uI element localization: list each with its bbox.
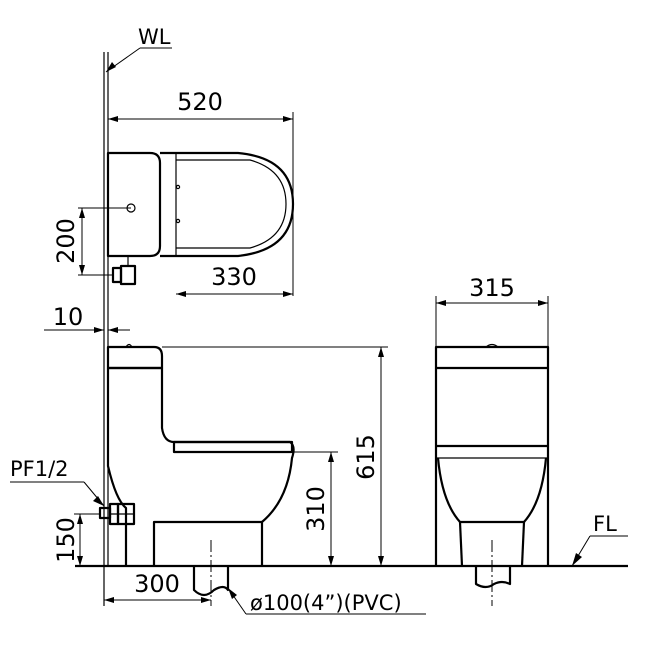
- dim-top-width: [108, 112, 294, 296]
- outlet-pipe-label: ø100(4”)(PVC): [250, 591, 402, 615]
- front-view: [434, 343, 550, 606]
- dim-seat-depth-label: 330: [211, 263, 257, 291]
- dim-total-height-label: 615: [352, 434, 380, 480]
- dim-seat-height: [292, 451, 338, 566]
- dim-rough-in-label: 300: [134, 570, 180, 598]
- inlet-leader: [10, 481, 105, 507]
- dim-wall-gap: [44, 327, 130, 333]
- dim-seat-height-label: 310: [302, 486, 330, 532]
- dim-front-width-label: 315: [469, 274, 515, 302]
- dim-seat-depth: [176, 291, 293, 297]
- dim-top-inlet: [78, 207, 131, 276]
- wall-line: [103, 47, 172, 606]
- dim-rough-in: [104, 540, 212, 606]
- wall-line-label: WL: [138, 25, 171, 49]
- floor-line: [75, 535, 628, 568]
- dim-top-width-label: 520: [177, 88, 223, 116]
- dim-wall-gap-label: 10: [53, 303, 84, 331]
- floor-line-label: FL: [593, 512, 617, 536]
- dim-front-width: [435, 296, 549, 347]
- outlet-leader: [227, 587, 426, 615]
- side-view: [98, 343, 295, 597]
- top-view: [106, 151, 295, 286]
- inlet-fitting-label: PF1/2: [10, 457, 69, 481]
- dim-total-height: [162, 346, 388, 566]
- dim-inlet-height: [74, 513, 100, 566]
- dim-top-inlet-label: 200: [52, 218, 80, 264]
- dim-inlet-height-label: 150: [52, 517, 80, 563]
